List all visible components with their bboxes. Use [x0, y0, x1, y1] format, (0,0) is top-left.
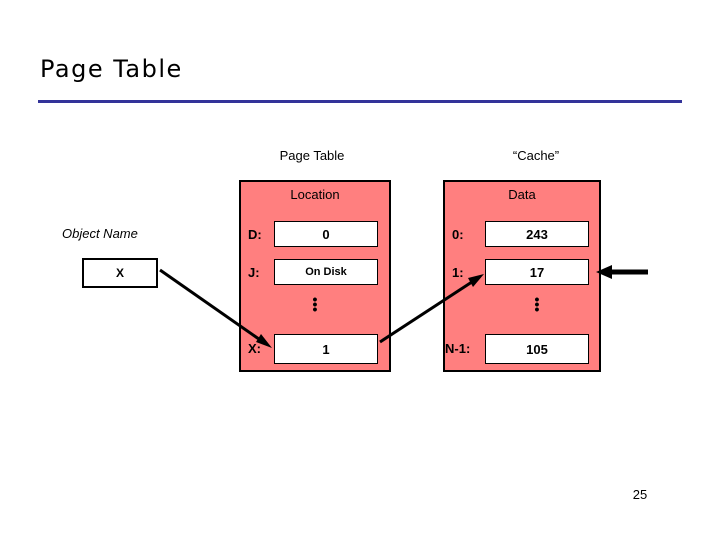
page-table-row-value-1: On Disk — [274, 259, 378, 285]
column-header-location: Location — [290, 187, 340, 202]
ellipsis-dot: • — [312, 291, 318, 307]
page-table-row-value-2: 1 — [274, 334, 378, 364]
arrow-external-to-cache — [596, 265, 648, 279]
page-title: Page Table — [40, 55, 183, 83]
object-name-label: Object Name — [62, 226, 138, 241]
page-table-header: Page Table — [279, 148, 345, 163]
slide-page-number: 25 — [632, 487, 648, 502]
cache-row-value-0: 243 — [485, 221, 589, 247]
object-name-box: X — [82, 258, 158, 288]
page-table-row-value-0: 0 — [274, 221, 378, 247]
ellipsis-dot: • — [312, 301, 318, 317]
cache-row-value-1: 17 — [485, 259, 589, 285]
cache-header: “Cache” — [512, 148, 560, 163]
page-table-row-key-2: X: — [248, 341, 261, 356]
cache-row-key-2: N-1: — [445, 341, 471, 356]
ellipsis-dot: • — [534, 296, 540, 312]
ellipsis-dot: • — [534, 301, 540, 317]
ellipsis-dot: • — [534, 291, 540, 307]
cache-row-key-0: 0: — [452, 227, 464, 242]
cache-row-value-2: 105 — [485, 334, 589, 364]
cache-row-key-1: 1: — [452, 265, 464, 280]
column-header-data: Data — [508, 187, 536, 202]
page-table-ellipsis: • • • — [310, 291, 320, 317]
title-divider — [38, 100, 682, 103]
ellipsis-dot: • — [312, 296, 318, 312]
cache-ellipsis: • • • — [532, 291, 542, 317]
page-table-row-key-1: J: — [248, 265, 260, 280]
page-table-row-key-0: D: — [248, 227, 262, 242]
